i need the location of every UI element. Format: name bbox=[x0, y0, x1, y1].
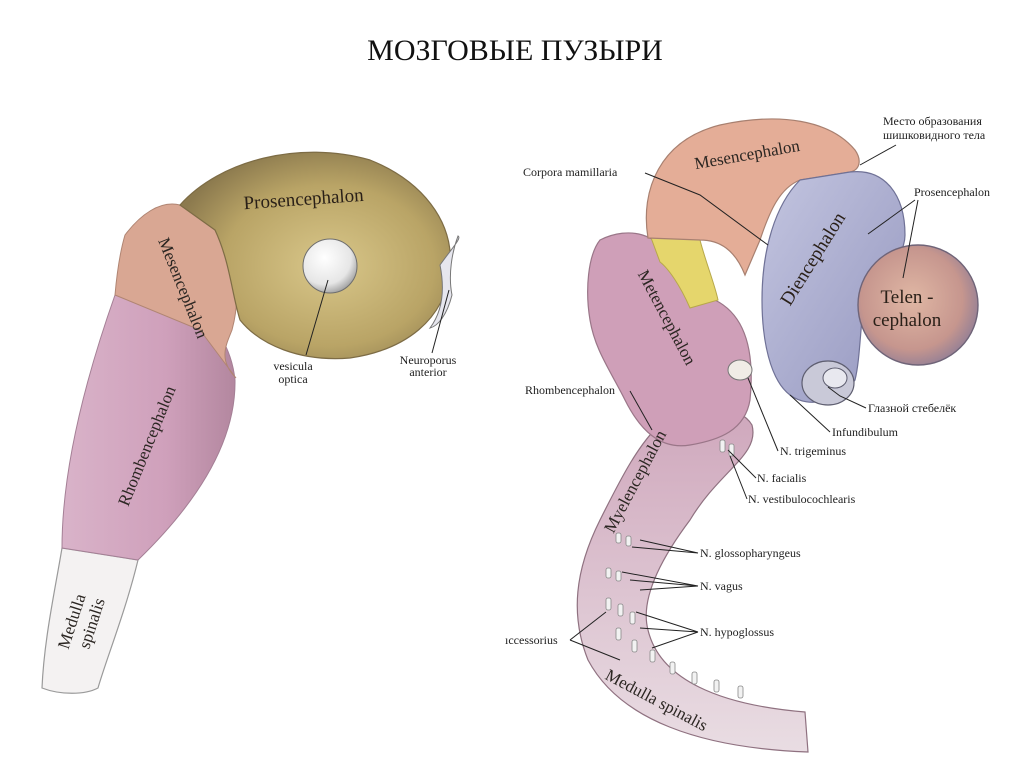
right-optic-cup-shape bbox=[822, 367, 848, 389]
leader-infundibulum bbox=[789, 394, 831, 433]
right-diencephalon-region bbox=[761, 171, 906, 403]
left-label-neuroporus-2: anterior bbox=[409, 365, 446, 379]
left-neuroporus-shape bbox=[428, 235, 460, 329]
right-label-n-vagus: N. vagus bbox=[700, 579, 743, 593]
leader-prosencephalon-2 bbox=[902, 199, 919, 279]
left-vesicula-optica-shape bbox=[302, 238, 358, 294]
right-label-n-hypoglossus: N. hypoglossus bbox=[700, 625, 774, 639]
leader-n-trigeminus bbox=[747, 377, 779, 452]
leader-neuroporus bbox=[431, 289, 450, 354]
left-embryo-brain: Prosencephalon Mesencephalon Rhombenceph… bbox=[41, 151, 460, 694]
right-label-pineal-2: шишковидного тела bbox=[883, 128, 986, 142]
right-myelencephalon-medulla-region bbox=[576, 406, 809, 753]
right-nerve-stubs bbox=[605, 439, 744, 699]
right-isthmus-region bbox=[649, 234, 719, 309]
leader-n-glossopharyngeus bbox=[631, 539, 699, 554]
leader-vesicula-optica bbox=[305, 279, 329, 356]
page-title: МОЗГОВЫЕ ПУЗЫРИ bbox=[367, 34, 663, 67]
right-label-n-vestibulocochlearis: N. vestibulocochlearis bbox=[748, 492, 856, 506]
left-label-vesicula-1: vesicula bbox=[273, 359, 313, 373]
right-label-pineal-1: Место образования bbox=[883, 114, 982, 128]
leader-rhombencephalon bbox=[629, 390, 653, 431]
leader-n-facialis bbox=[727, 449, 757, 479]
leader-n-accessorius bbox=[569, 611, 621, 661]
right-embryo-brain: Mesencephalon Место образования шишковид… bbox=[505, 114, 990, 753]
right-label-n-trigeminus: N. trigeminus bbox=[780, 444, 846, 458]
leader-pineal bbox=[859, 144, 897, 166]
left-medulla-spinalis-region bbox=[41, 547, 139, 694]
leader-n-hypoglossus bbox=[635, 611, 699, 649]
right-label-prosencephalon: Prosencephalon bbox=[914, 185, 990, 199]
left-label-vesicula-2: optica bbox=[278, 372, 308, 386]
right-label-telencephalon-1: Telen - bbox=[880, 287, 933, 308]
right-label-n-accessorius: ıccessorius bbox=[505, 633, 558, 647]
left-mesencephalon-region bbox=[114, 203, 238, 379]
right-mesencephalon-region bbox=[645, 118, 860, 277]
right-label-n-facialis: N. facialis bbox=[757, 471, 807, 485]
right-label-corpora-mamillaria: Corpora mamillaria bbox=[523, 165, 618, 179]
leader-n-vestibulocochlearis bbox=[729, 455, 748, 500]
leader-n-vagus bbox=[621, 571, 699, 591]
right-trigeminus-stub bbox=[727, 359, 753, 381]
leader-prosencephalon-1 bbox=[867, 199, 916, 235]
left-label-neuroporus-1: Neuroporus bbox=[400, 353, 457, 367]
leader-corpora-mamillaria bbox=[644, 172, 769, 246]
right-telencephalon-region bbox=[857, 244, 979, 366]
right-label-infundibulum: Infundibulum bbox=[832, 425, 899, 439]
right-label-telencephalon-2: cephalon bbox=[873, 310, 942, 331]
right-label-n-glossopharyngeus: N. glossopharyngeus bbox=[700, 546, 801, 560]
right-label-rhombencephalon: Rhombencephalon bbox=[525, 383, 615, 397]
leader-optic-stalk bbox=[827, 386, 867, 409]
right-label-optic-stalk: Глазной стебелёк bbox=[868, 401, 956, 415]
